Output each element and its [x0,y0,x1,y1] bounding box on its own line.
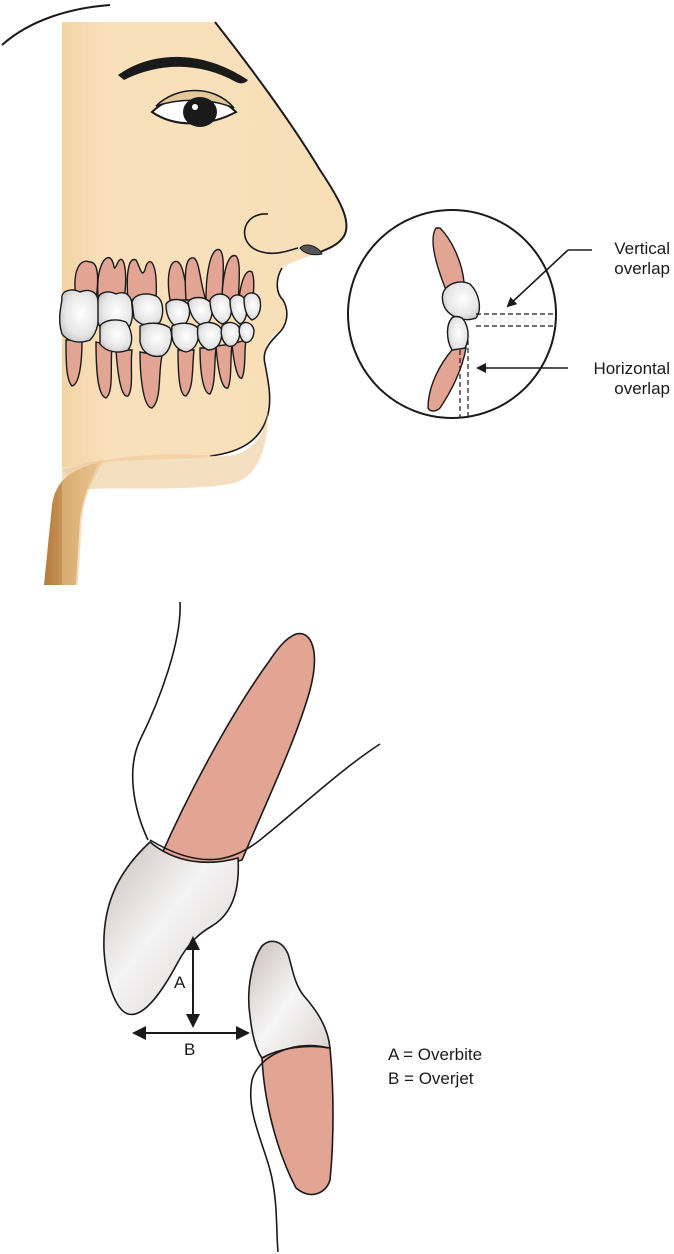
upper-incisor-crown [104,842,238,1014]
lower-incisor-root [262,1046,333,1194]
incisor-detail: A B A = Overbite B = Overjet [104,602,482,1252]
overjet-arrow-right [236,1026,250,1040]
horizontal-overlap-label-2: overlap [614,379,670,398]
vertical-overlap-label-2: overlap [614,259,670,278]
face-skin [62,22,347,468]
magnified-inset: Vertical overlap Horizontal overlap [348,210,670,418]
upper-lip-line [133,602,180,840]
overjet-arrow-left [132,1026,146,1040]
marker-a: A [174,973,186,992]
upper-incisor-root [160,634,314,865]
vertical-overlap-label-1: Vertical [614,239,670,258]
marker-b: B [184,1040,195,1059]
overbite-arrow-bottom [186,1014,200,1028]
inset-lower-crown [448,317,469,353]
horizontal-overlap-label-1: Horizontal [593,359,670,378]
lower-incisor-crown [249,941,330,1058]
legend-overjet: B = Overjet [388,1069,474,1088]
legend-overbite: A = Overbite [388,1045,482,1064]
